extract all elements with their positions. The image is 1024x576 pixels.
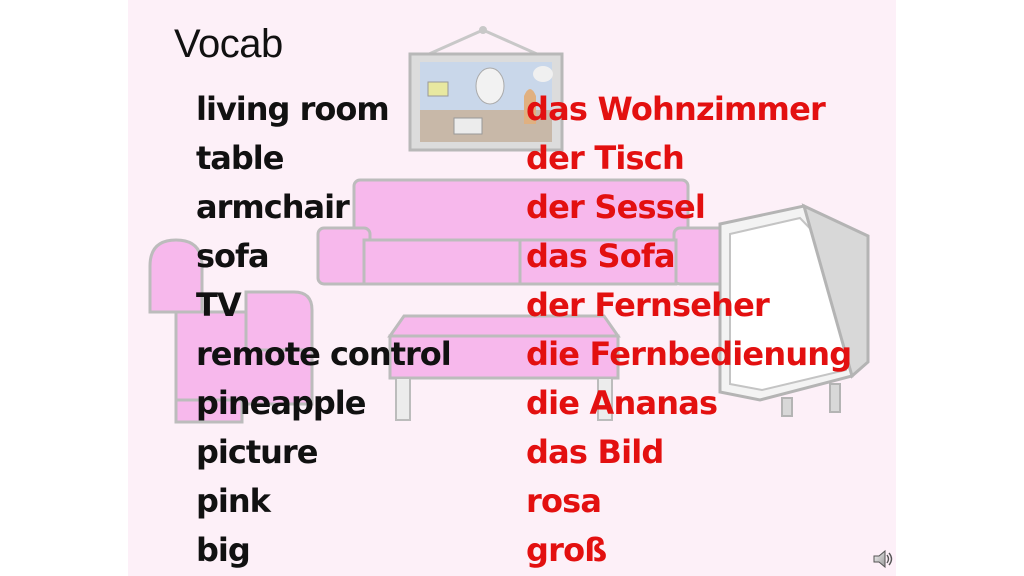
vocab-row: living room das Wohnzimmer bbox=[196, 84, 896, 133]
english-word: living room bbox=[196, 89, 390, 128]
english-word: pink bbox=[196, 481, 271, 520]
tv-image bbox=[718, 203, 870, 417]
english-word: table bbox=[196, 138, 284, 177]
table-image bbox=[387, 314, 621, 421]
english-word: picture bbox=[196, 432, 318, 471]
german-word: der Fernseher bbox=[526, 285, 770, 324]
sofa-image bbox=[316, 178, 728, 286]
armchair-image bbox=[148, 238, 314, 424]
vocab-row: armchair der Sessel bbox=[196, 182, 896, 231]
german-word: das Wohnzimmer bbox=[526, 89, 826, 128]
english-word: sofa bbox=[196, 236, 270, 275]
living-room-illustration bbox=[148, 26, 870, 424]
english-word: TV bbox=[196, 285, 242, 324]
vocab-row: TV der Fernseher bbox=[196, 280, 896, 329]
english-word: armchair bbox=[196, 187, 350, 226]
german-word: das Sofa bbox=[526, 236, 676, 275]
slide: Vocab living room das Wohnzimmer table d… bbox=[128, 0, 896, 576]
speaker-icon[interactable] bbox=[872, 548, 894, 570]
english-word: remote control bbox=[196, 334, 452, 373]
vocab-row: big groß bbox=[196, 525, 896, 574]
vocab-row: pink rosa bbox=[196, 476, 896, 525]
english-word: big bbox=[196, 530, 251, 569]
slide-title: Vocab bbox=[174, 22, 283, 66]
vocab-list: living room das Wohnzimmer table der Tis… bbox=[196, 84, 896, 574]
german-word: der Sessel bbox=[526, 187, 706, 226]
german-word: groß bbox=[526, 530, 607, 569]
vocab-row: picture das Bild bbox=[196, 427, 896, 476]
vocab-row: remote control die Fernbedienung bbox=[196, 329, 896, 378]
german-word: rosa bbox=[526, 481, 602, 520]
german-word: die Fernbedienung bbox=[526, 334, 852, 373]
german-word: das Bild bbox=[526, 432, 664, 471]
vocab-row: table der Tisch bbox=[196, 133, 896, 182]
vocab-row: pineapple die Ananas bbox=[196, 378, 896, 427]
wall-picture-image bbox=[408, 26, 564, 152]
vocab-row: sofa das Sofa bbox=[196, 231, 896, 280]
english-word: pineapple bbox=[196, 383, 366, 422]
german-word: der Tisch bbox=[526, 138, 685, 177]
german-word: die Ananas bbox=[526, 383, 718, 422]
